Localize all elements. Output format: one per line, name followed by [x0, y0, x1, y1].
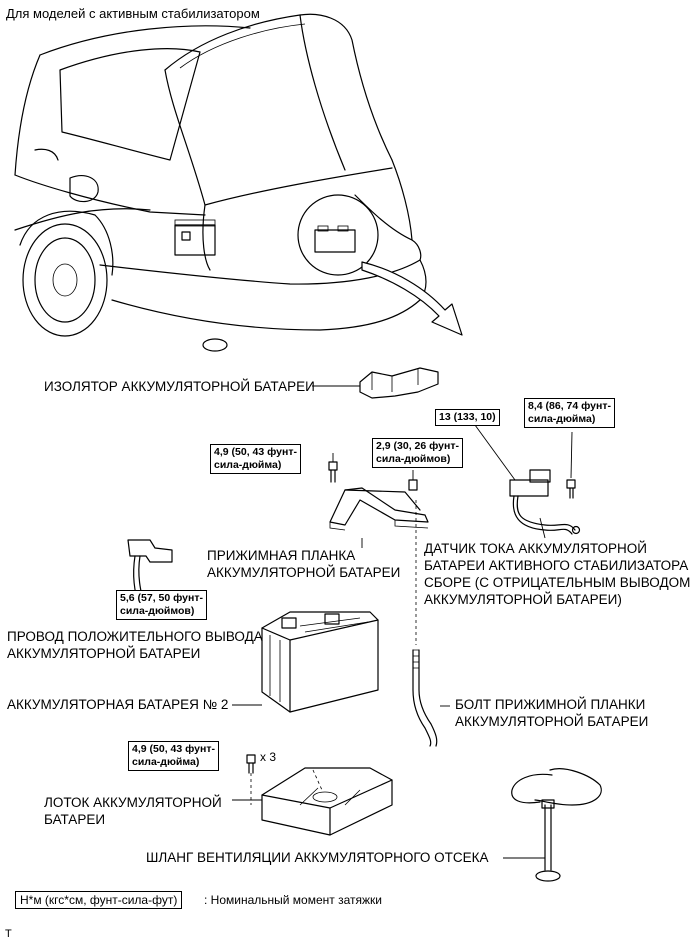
torque-pos-terminal-line2: сила-дюймов)	[120, 605, 195, 617]
torque-clamp-nut-line2: сила-дюймов)	[376, 453, 451, 465]
label-clamp-bolt-line1: БОЛТ ПРИЖИМНОЙ ПЛАНКИ	[455, 697, 646, 712]
torque-pos-terminal: 5,6 (57, 50 фунт- сила-дюймов)	[116, 590, 207, 620]
torque-sensor-bolt-line2: сила-дюйма)	[528, 413, 596, 425]
battery-insulator-part	[312, 367, 439, 399]
clamp-bolt-part	[412, 500, 450, 747]
label-sensor-line4: АККУМУЛЯТОРНОЙ БАТАРЕИ)	[424, 592, 622, 607]
torque-clamp-nut: 2,9 (30, 26 фунт- сила-дюймов)	[372, 438, 463, 468]
label-clamp-bolt-line2: АККУМУЛЯТОРНОЙ БАТАРЕИ	[455, 714, 649, 729]
tray-bolts-quantity: x 3	[260, 750, 277, 764]
footer-mark: T	[5, 928, 12, 940]
car-illustration	[14, 13, 463, 352]
label-tray: ЛОТОК АККУМУЛЯТОРНОЙ БАТАРЕИ	[44, 794, 222, 828]
label-pos-cable-line1: ПРОВОД ПОЛОЖИТЕЛЬНОГО ВЫВОДА	[7, 629, 263, 644]
label-tray-line1: ЛОТОК АККУМУЛЯТОРНОЙ	[44, 795, 222, 810]
torque-tray-bolts-line1: 4,9 (50, 43 фунт-	[132, 743, 215, 755]
torque-sensor-bolt-line1: 8,4 (86, 74 фунт-	[528, 400, 611, 412]
battery-clamp-part	[328, 453, 429, 548]
current-sensor-part	[474, 424, 581, 539]
header-title: Для моделей с активным стабилизатором	[6, 6, 260, 21]
torque-pos-terminal-line1: 5,6 (57, 50 фунт-	[120, 592, 203, 604]
label-insulator: ИЗОЛЯТОР АККУМУЛЯТОРНОЙ БАТАРЕИ	[44, 379, 315, 394]
label-vent-hose: ШЛАНГ ВЕНТИЛЯЦИИ АККУМУЛЯТОРНОГО ОТСЕКА	[146, 850, 489, 865]
battery-tray-part	[232, 754, 393, 836]
torque-tray-bolts-line2: сила-дюйма)	[132, 756, 200, 768]
label-battery: АККУМУЛЯТОРНАЯ БАТАРЕЯ № 2	[7, 697, 229, 712]
battery-part	[261, 611, 379, 713]
torque-clamp-bolt-left-line1: 4,9 (50, 43 фунт-	[214, 446, 297, 458]
torque-clamp-bolt-left-line2: сила-дюйма)	[214, 459, 282, 471]
vent-hose-part	[503, 768, 602, 882]
label-clamp-line1: ПРИЖИМНАЯ ПЛАНКА	[207, 548, 356, 563]
label-sensor-line3: СБОРЕ (С ОТРИЦАТЕЛЬНЫМ ВЫВОДОМ	[424, 575, 690, 590]
label-clamp: ПРИЖИМНАЯ ПЛАНКА АККУМУЛЯТОРНОЙ БАТАРЕИ	[207, 547, 400, 581]
label-pos-cable-line2: АККУМУЛЯТОРНОЙ БАТАРЕИ	[7, 646, 201, 661]
label-sensor: ДАТЧИК ТОКА АККУМУЛЯТОРНОЙ БАТАРЕИ АКТИВ…	[424, 540, 690, 608]
label-sensor-line2: БАТАРЕИ АКТИВНОГО СТАБИЛИЗАТОРА В	[424, 558, 690, 573]
label-clamp-line2: АККУМУЛЯТОРНОЙ БАТАРЕИ	[207, 565, 401, 580]
torque-tray-bolts: 4,9 (50, 43 фунт- сила-дюйма)	[128, 741, 219, 771]
legend-description: : Номинальный момент затяжки	[204, 893, 382, 907]
torque-sensor-bolt: 8,4 (86, 74 фунт- сила-дюйма)	[524, 398, 615, 428]
label-sensor-line1: ДАТЧИК ТОКА АККУМУЛЯТОРНОЙ	[424, 541, 647, 556]
torque-clamp-bolt-left: 4,9 (50, 43 фунт- сила-дюйма)	[210, 444, 301, 474]
torque-sensor-nut: 13 (133, 10)	[435, 409, 500, 426]
legend-torque-unit: Н*м (кгс*см, фунт-сила-фут)	[15, 891, 183, 909]
label-clamp-bolt: БОЛТ ПРИЖИМНОЙ ПЛАНКИ АККУМУЛЯТОРНОЙ БАТ…	[455, 696, 648, 730]
torque-clamp-nut-line1: 2,9 (30, 26 фунт-	[376, 440, 459, 452]
label-tray-line2: БАТАРЕИ	[44, 812, 106, 827]
label-pos-cable: ПРОВОД ПОЛОЖИТЕЛЬНОГО ВЫВОДА АККУМУЛЯТОР…	[7, 628, 263, 662]
